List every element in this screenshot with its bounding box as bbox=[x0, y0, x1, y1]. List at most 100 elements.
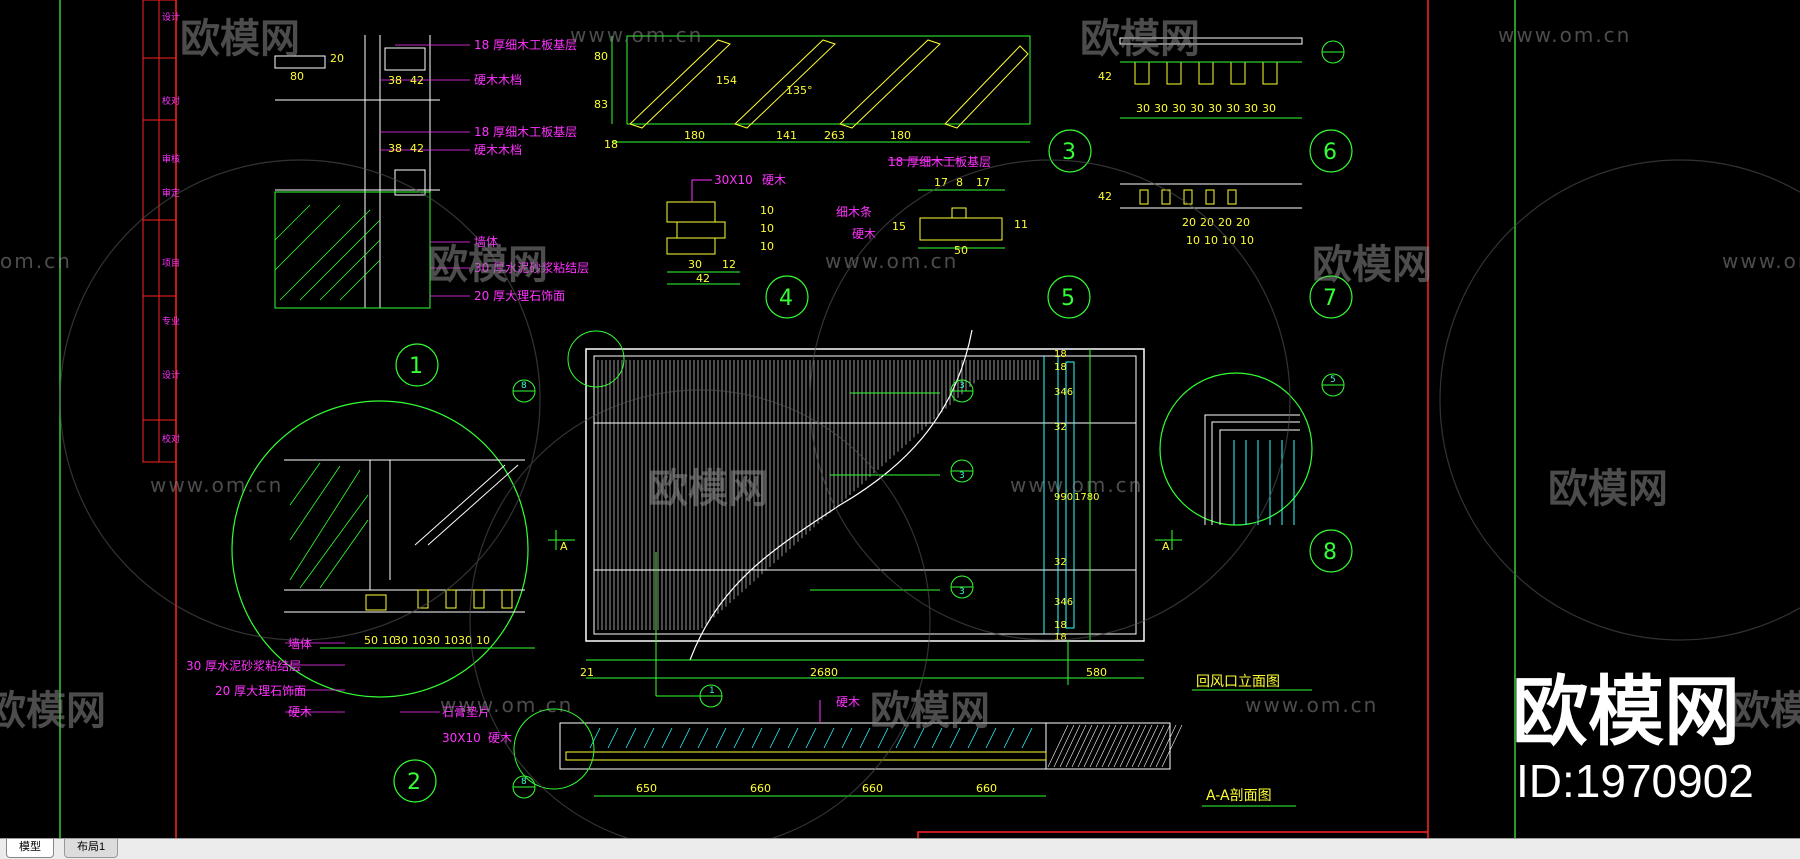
watermark-brand: 欧模网 bbox=[1548, 466, 1668, 512]
detail-4-dim: 10 bbox=[760, 240, 774, 253]
watermark-layer: www.om.cn www.om.cn www.om.cn www.om.cn … bbox=[0, 16, 1800, 838]
detail-2-label: 墙体 bbox=[288, 637, 312, 651]
section-dim: 660 bbox=[976, 782, 997, 795]
detail-6-dim: 30 bbox=[1190, 102, 1204, 115]
detail-3-dim: 141 bbox=[776, 129, 797, 142]
detail-2-dim: 10 bbox=[382, 634, 396, 647]
section-label: 硬木 bbox=[836, 695, 860, 709]
detail-3-label: 18 厚细木工板基层 bbox=[888, 155, 991, 169]
elevation-drawing[interactable]: 2680 580 21 18 18 346 32 990 32 346 18 1… bbox=[512, 40, 1345, 708]
detail-2-label: 硬木 bbox=[288, 705, 312, 719]
detail-1-label: 18 厚细木工板基层 bbox=[474, 38, 577, 52]
detail-7[interactable]: 20 20 20 20 10 10 10 10 42 7 bbox=[1098, 183, 1353, 319]
detail-7-dim: 10 bbox=[1186, 234, 1200, 247]
detail-2-dim: 30 bbox=[458, 634, 472, 647]
detail-1-dim: 42 bbox=[410, 74, 424, 87]
detail-6[interactable]: 30 30 30 30 30 30 30 30 42 6 bbox=[1098, 37, 1353, 173]
watermark-brand: 欧模网 bbox=[1730, 688, 1800, 734]
tab-layout1[interactable]: 布局1 bbox=[64, 839, 119, 858]
watermark-url: www.om.cn bbox=[1010, 473, 1143, 497]
detail-2[interactable]: 墙体 30 厚水泥砂浆粘结层 20 厚大理石饰面 硬木 石膏垫片 30X10 硬… bbox=[186, 400, 535, 803]
detail-5-label: 细木条 bbox=[836, 205, 872, 219]
detail-2-dim: 10 bbox=[412, 634, 426, 647]
watermark-url: www.om.cn bbox=[1245, 693, 1378, 717]
detail-7-marker: 7 bbox=[1323, 286, 1337, 311]
detail-3-dim: 18 bbox=[604, 138, 618, 151]
titleblock-cell: 校对 bbox=[162, 433, 180, 445]
elevation-dim-right: 346 bbox=[1054, 597, 1073, 608]
detail-1-dim: 38 bbox=[388, 74, 402, 87]
detail-1-label: 硬木木档 bbox=[474, 143, 522, 157]
titleblock-cell: 专业 bbox=[162, 315, 180, 327]
detail-3-dim: 83 bbox=[594, 98, 608, 111]
watermark-brand: 欧模网 bbox=[1312, 242, 1432, 288]
titleblock-cell: 校对 bbox=[162, 95, 180, 107]
elevation-dim-right: 32 bbox=[1054, 557, 1067, 568]
detail-4-dim: 30 bbox=[688, 258, 702, 271]
detail-4-dim: 10 bbox=[760, 222, 774, 235]
elevation-callout: 5 bbox=[1330, 375, 1336, 385]
detail-2-dim: 30 bbox=[394, 634, 408, 647]
detail-2-dim: 30 bbox=[426, 634, 440, 647]
elevation-dim-right: 990 bbox=[1054, 492, 1073, 503]
detail-2-label: 20 厚大理石饰面 bbox=[215, 684, 306, 698]
detail-6-dim: 30 bbox=[1172, 102, 1186, 115]
cad-drawing[interactable]: 设计 校对 审核 审定 项目 专业 设计 校对 bbox=[0, 0, 1800, 838]
detail-7-dim: 20 bbox=[1200, 216, 1214, 229]
detail-5-dim: 11 bbox=[1014, 218, 1028, 231]
detail-1[interactable]: 18 厚细木工板基层 硬木木档 18 厚细木工板基层 硬木木档 墙体 30 厚水… bbox=[274, 35, 589, 387]
detail-7-dim: 20 bbox=[1182, 216, 1196, 229]
watermark-url: www.om.cn bbox=[1498, 23, 1631, 47]
title-block: 设计 校对 审核 审定 项目 专业 设计 校对 bbox=[142, 0, 180, 463]
watermark-brand: 欧模网 bbox=[1080, 16, 1200, 62]
cad-model-space[interactable]: 设计 校对 审核 审定 项目 专业 设计 校对 bbox=[0, 0, 1800, 838]
detail-8[interactable]: 8 bbox=[1159, 372, 1353, 573]
detail-2-label: 30X10 bbox=[442, 731, 481, 745]
detail-4-dim: 12 bbox=[722, 258, 736, 271]
elevation-dim-right: 346 bbox=[1054, 387, 1073, 398]
watermark-url: www.om.cn bbox=[440, 693, 573, 717]
detail-3-dim: 26 bbox=[824, 129, 838, 142]
watermark-url: www.om.cn bbox=[570, 23, 703, 47]
section-aa[interactable]: 8 650 660 660 660 硬木 A-A剖面图 bbox=[512, 695, 1296, 807]
watermark-brand: 欧模网 bbox=[870, 688, 990, 734]
detail-1-dim: 20 bbox=[330, 52, 344, 65]
watermark-brand: 欧模网 bbox=[0, 688, 106, 734]
detail-4-label: 30X10 bbox=[714, 173, 753, 187]
elevation-callout: 3 bbox=[959, 587, 965, 597]
tab-model[interactable]: 模型 bbox=[6, 839, 54, 858]
detail-2-label: 硬木 bbox=[488, 731, 512, 745]
detail-2-label: 30 厚水泥砂浆粘结层 bbox=[186, 658, 301, 673]
detail-7-dim: 20 bbox=[1218, 216, 1232, 229]
watermark-url: www.om.cn bbox=[150, 473, 283, 497]
elevation-callout: 8 bbox=[521, 381, 527, 391]
detail-6-dim: 30 bbox=[1154, 102, 1168, 115]
detail-5[interactable]: 17 8 17 50 15 11 细木条 硬木 5 bbox=[836, 176, 1091, 319]
detail-1-label: 18 厚细木工板基层 bbox=[474, 125, 577, 139]
elevation-title: 回风口立面图 bbox=[1196, 674, 1280, 690]
detail-1-label: 20 厚大理石饰面 bbox=[474, 289, 565, 303]
detail-1-label: 硬木木档 bbox=[474, 73, 522, 87]
detail-2-marker: 2 bbox=[407, 770, 421, 795]
watermark-brand: 欧模网 bbox=[428, 242, 548, 288]
detail-5-dim: 8 bbox=[956, 176, 963, 189]
detail-7-dim: 10 bbox=[1240, 234, 1254, 247]
detail-3[interactable]: 18 厚细木工板基层 180 141 26 3 180 83 80 18 154… bbox=[594, 35, 1092, 173]
detail-6-dim: 30 bbox=[1262, 102, 1276, 115]
detail-4[interactable]: 30X10 硬木 30 12 42 10 10 10 4 bbox=[666, 173, 809, 319]
section-mark-right: A bbox=[1162, 540, 1170, 553]
elevation-dim-right: 18 bbox=[1054, 620, 1067, 631]
watermark-brand: 欧模网 bbox=[180, 16, 300, 62]
elevation-dim-left: 21 bbox=[580, 666, 594, 679]
detail-7-dim: 10 bbox=[1204, 234, 1218, 247]
watermark-url: www.om.cn bbox=[825, 249, 958, 273]
section-mark-left: A bbox=[560, 540, 568, 553]
detail-1-dim: 38 bbox=[388, 142, 402, 155]
elevation-callout: 3 bbox=[959, 471, 965, 481]
detail-6-dim: 30 bbox=[1226, 102, 1240, 115]
detail-2-dim: 50 bbox=[364, 634, 378, 647]
detail-1-label: 墙体 bbox=[474, 235, 498, 249]
detail-3-dim: 3 bbox=[838, 129, 845, 142]
detail-5-dim: 15 bbox=[892, 220, 906, 233]
section-dim: 660 bbox=[862, 782, 883, 795]
